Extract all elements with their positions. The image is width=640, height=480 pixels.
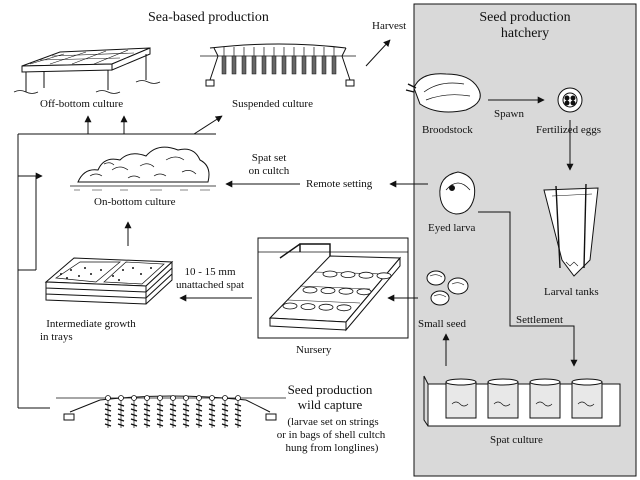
small-seed-illustration xyxy=(426,270,469,306)
hatchery-title-line2: hatchery xyxy=(500,26,550,41)
off-bottom-label: Off-bottom culture xyxy=(40,98,124,110)
intermediate-trays-illustration xyxy=(44,257,174,305)
spat-culture-illustration xyxy=(423,375,621,427)
fertilized-eggs-label: Fertilized eggs xyxy=(536,124,602,136)
larval-tanks-label: Larval tanks xyxy=(544,286,599,298)
broodstock-label: Broodstock xyxy=(422,124,473,136)
harvest-label: Harvest xyxy=(372,20,407,32)
eyed-larva-illustration xyxy=(439,171,476,215)
small-seed-label: Small seed xyxy=(418,318,466,330)
nursery-illustration xyxy=(257,237,409,339)
unattached-spat-line1: 10 - 15 mm xyxy=(184,266,236,278)
nursery-label: Nursery xyxy=(296,344,332,356)
suspended-label: Suspended culture xyxy=(232,98,313,110)
on-bottom-culture-illustration xyxy=(70,146,216,191)
spat-set-label-line2: on cultch xyxy=(248,165,290,177)
fertilized-egg-illustration xyxy=(557,87,583,113)
wild-capture-note-line2: or in bags of shell cultch xyxy=(276,429,386,441)
settlement-label: Settlement xyxy=(516,314,564,326)
wild-capture-illustration xyxy=(56,395,286,428)
intermediate-growth-line2: in trays xyxy=(40,331,73,343)
broodstock-oyster-illustration xyxy=(405,73,481,113)
eyed-larva-label: Eyed larva xyxy=(428,222,476,234)
sea-based-title: Sea-based production xyxy=(148,10,269,25)
wild-capture-note-line1: (larvae set on strings xyxy=(287,416,379,428)
flow-arrows xyxy=(17,39,578,409)
wild-capture-note-line3: hung from longlines) xyxy=(285,442,379,454)
remote-setting-label: Remote setting xyxy=(306,178,373,190)
suspended-culture-illustration xyxy=(200,43,356,87)
off-bottom-table-illustration xyxy=(13,47,161,94)
unattached-spat-line2: unattached spat xyxy=(175,279,245,291)
spat-culture-label: Spat culture xyxy=(490,434,543,446)
intermediate-growth-line1: Intermediate growth xyxy=(46,318,136,330)
wild-capture-title-line2: wild capture xyxy=(297,397,363,412)
hatchery-title-line1: Seed production xyxy=(479,10,571,25)
spat-set-label-line1: Spat set xyxy=(251,152,287,164)
wild-capture-title-line1: Seed production xyxy=(287,382,373,397)
larval-tank-illustration xyxy=(543,183,599,277)
spawn-label: Spawn xyxy=(494,108,524,120)
on-bottom-label: On-bottom culture xyxy=(94,196,176,208)
